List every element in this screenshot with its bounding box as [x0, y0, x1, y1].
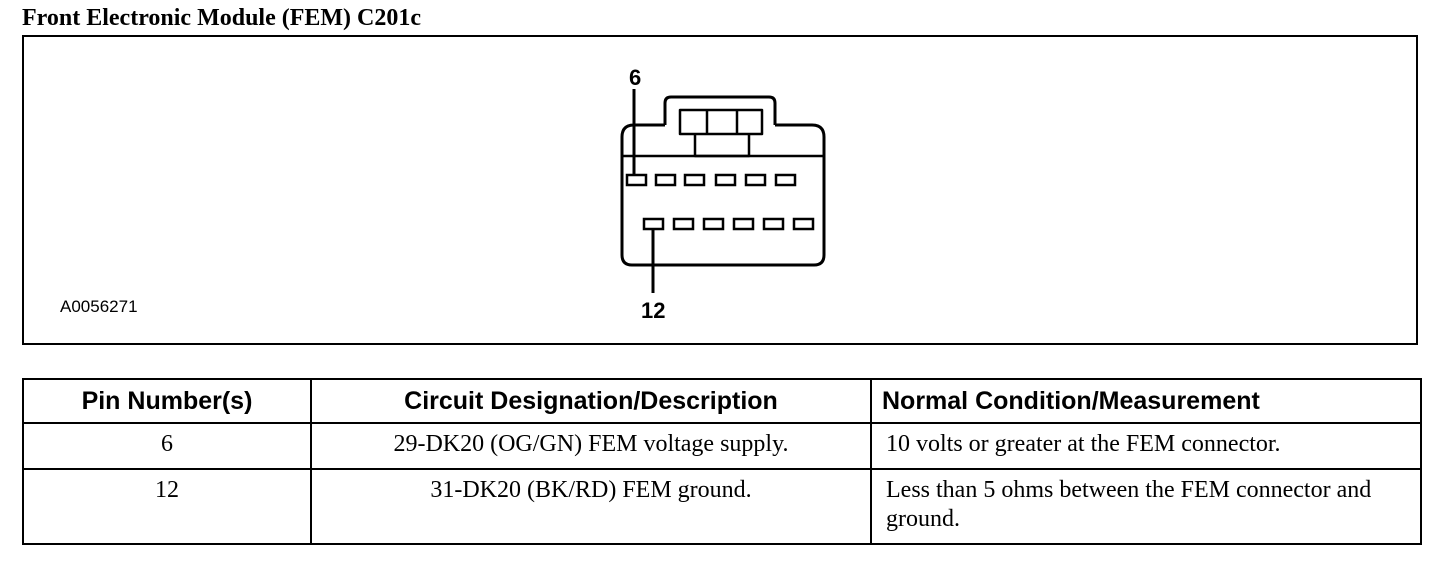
cavity-7	[792, 217, 815, 231]
header-pin-number: Pin Number(s)	[22, 378, 312, 424]
connector-latch	[663, 95, 777, 125]
cavity-9	[732, 217, 755, 231]
cavity-2	[654, 173, 677, 187]
figure-id: A0056271	[60, 297, 138, 316]
connector-body	[620, 123, 826, 267]
table-row: 12 31-DK20 (BK/RD) FEM ground. Less than…	[22, 468, 1422, 545]
cavity-12	[642, 217, 665, 231]
connector-diagram: 6 12 A0056271	[22, 35, 1418, 345]
header-condition: Normal Condition/Measurement	[870, 378, 1422, 424]
table-row: 6 29-DK20 (OG/GN) FEM voltage supply. 10…	[22, 422, 1422, 470]
latch-base	[693, 134, 751, 158]
cavity-11	[672, 217, 695, 231]
connector-face-drawing	[620, 89, 826, 293]
pin-label-12: 12	[641, 298, 666, 323]
cavity-5	[744, 173, 767, 187]
cavity-1	[625, 173, 648, 187]
cell-condition: 10 volts or greater at the FEM connector…	[870, 422, 1422, 470]
cell-circuit: 29-DK20 (OG/GN) FEM voltage supply.	[310, 422, 872, 470]
cavity-6	[774, 173, 797, 187]
page-title: Front Electronic Module (FEM) C201c	[22, 5, 422, 31]
cell-circuit: 31-DK20 (BK/RD) FEM ground.	[310, 468, 872, 545]
cavity-4	[714, 173, 737, 187]
cell-pin: 12	[22, 468, 312, 545]
cavity-10	[702, 217, 725, 231]
latch-inner	[678, 108, 764, 136]
cavity-3	[683, 173, 706, 187]
cavity-8	[762, 217, 785, 231]
pin-table: Pin Number(s) Circuit Designation/Descri…	[22, 378, 1422, 545]
header-circuit: Circuit Designation/Description	[310, 378, 872, 424]
pin-label-6: 6	[629, 65, 642, 90]
cell-pin: 6	[22, 422, 312, 470]
cell-condition: Less than 5 ohms between the FEM connect…	[870, 468, 1422, 545]
table-header-row: Pin Number(s) Circuit Designation/Descri…	[22, 378, 1422, 424]
